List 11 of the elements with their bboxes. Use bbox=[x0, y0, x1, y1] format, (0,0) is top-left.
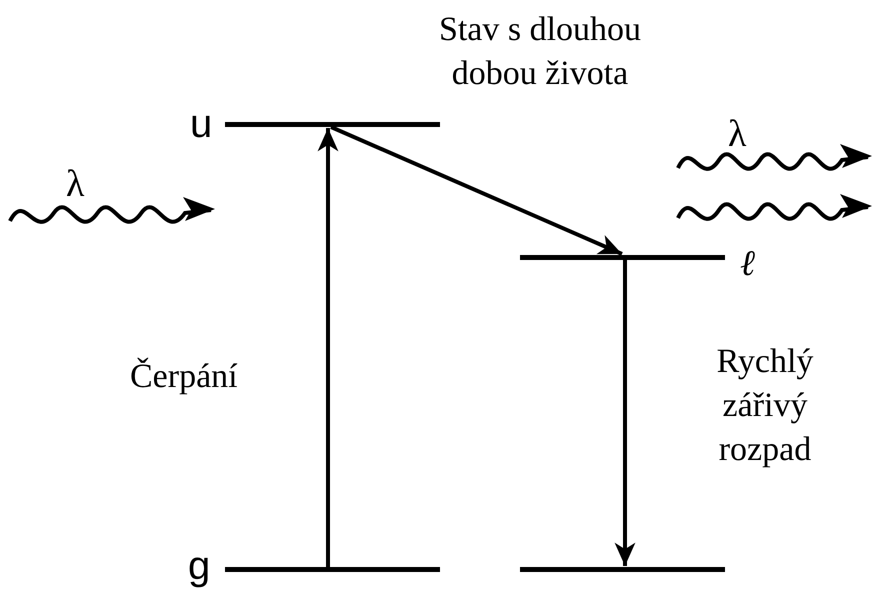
edge-label: Rychlý zářivý rozpad bbox=[716, 342, 814, 470]
arrow bbox=[330, 125, 623, 256]
level-caption: Stav s dlouhou dobou života bbox=[438, 10, 642, 94]
level-label: g bbox=[188, 543, 210, 590]
wavelength-label: λ bbox=[728, 112, 746, 157]
arrow bbox=[614, 260, 636, 566]
arrow bbox=[318, 128, 338, 567]
edge-label: Čerpání bbox=[130, 356, 238, 397]
level-label: u bbox=[190, 101, 212, 148]
level-label: ℓ bbox=[740, 242, 755, 285]
wavelength-label: λ bbox=[66, 162, 84, 207]
